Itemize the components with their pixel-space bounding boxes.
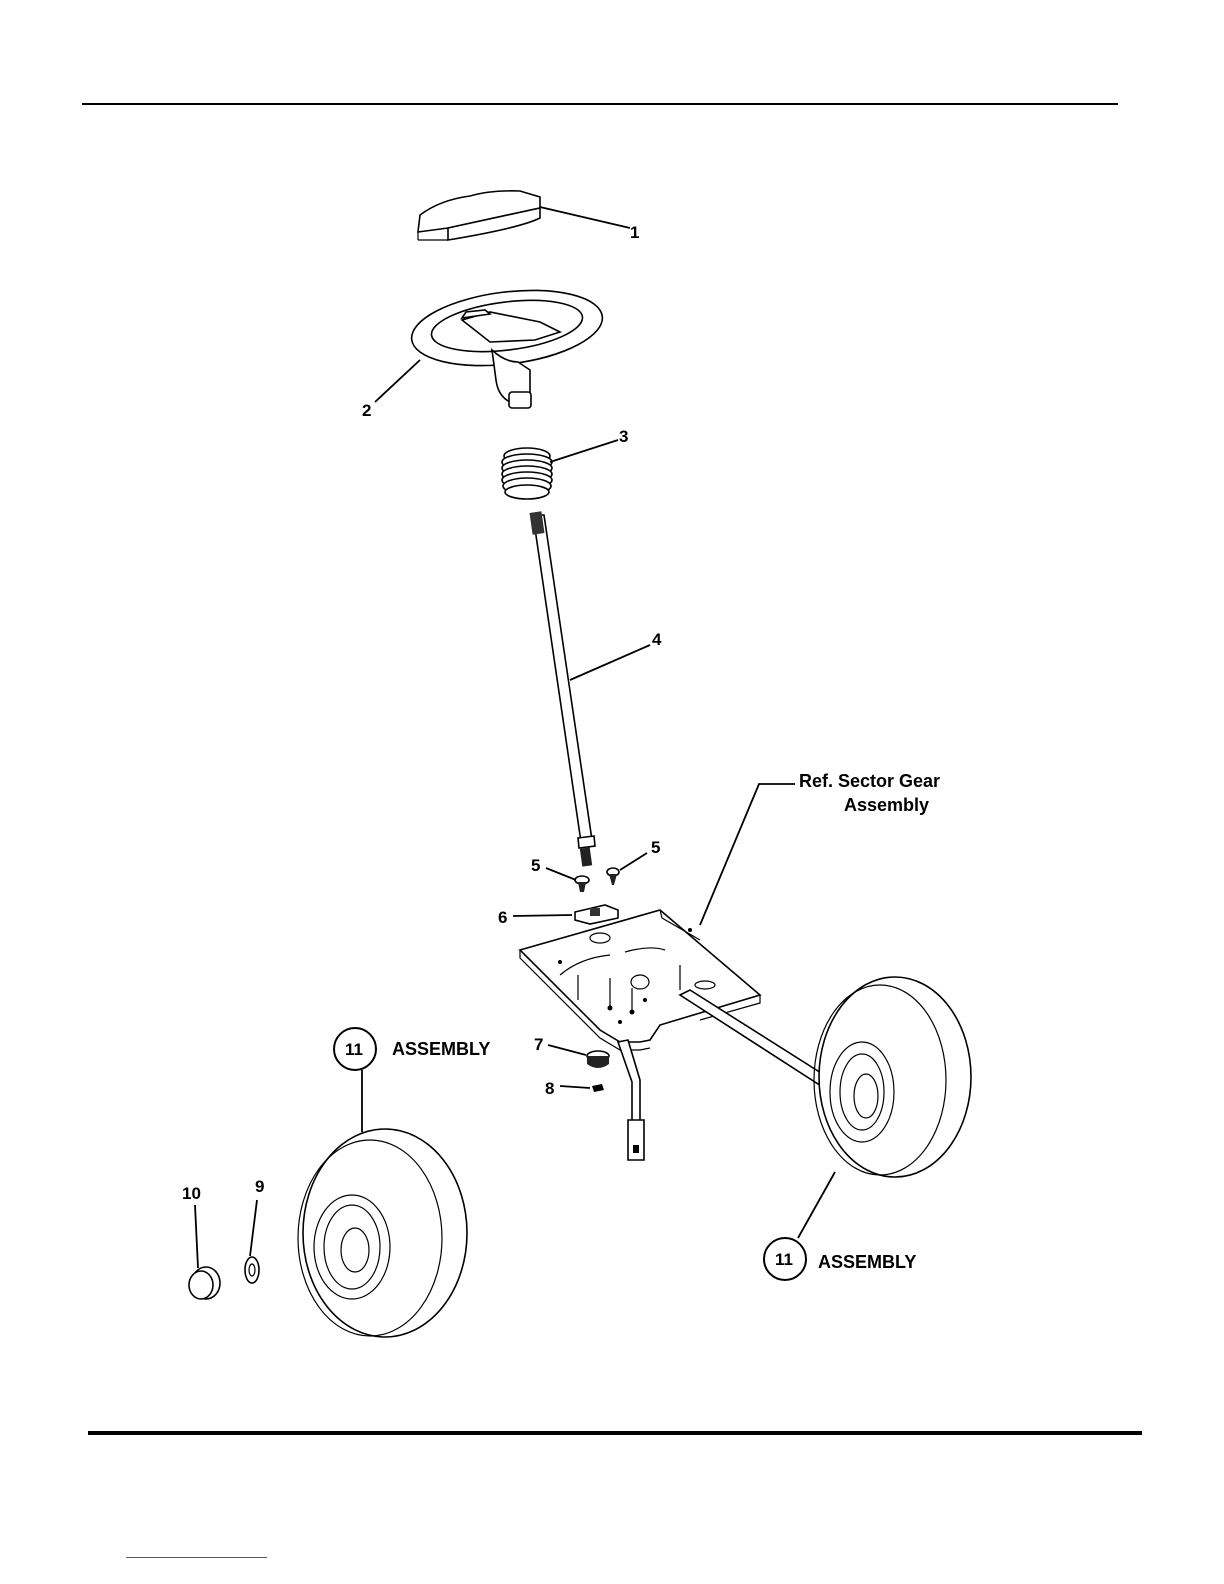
steering-shaft-icon <box>530 511 595 866</box>
washer-icon <box>245 1257 259 1283</box>
hub-cap-icon <box>189 1267 220 1299</box>
wheel-assembly-icon <box>814 977 971 1177</box>
sector-gear-plate-icon <box>520 910 760 1050</box>
callout-7: 7 <box>534 1035 543 1054</box>
bracket-icon <box>575 905 618 924</box>
callout-5a: 5 <box>531 856 540 875</box>
bellows-boot-icon <box>502 448 552 499</box>
callout-11a: 11 <box>345 1040 363 1059</box>
bushing-icon <box>587 1051 609 1068</box>
assembly-label-left: ASSEMBLY <box>392 1039 490 1059</box>
pin-icon <box>592 1084 604 1092</box>
link-underline[interactable] <box>126 1557 267 1558</box>
screw-icon <box>575 868 619 892</box>
callout-8: 8 <box>545 1079 554 1098</box>
steering-arm-icon <box>618 1040 644 1160</box>
callout-1: 1 <box>630 223 639 242</box>
callout-11b: 11 <box>775 1250 793 1269</box>
bottom-rule <box>88 1431 1142 1435</box>
callout-6: 6 <box>498 908 507 927</box>
assembly-label-right: ASSEMBLY <box>818 1252 916 1272</box>
ref-assembly-label: Assembly <box>844 795 929 815</box>
ref-sector-gear-label: Ref. Sector Gear <box>799 771 940 791</box>
callout-10: 10 <box>182 1184 201 1203</box>
steering-wheel-cap-icon <box>418 191 540 240</box>
steering-wheel-icon <box>407 281 606 408</box>
callout-9: 9 <box>255 1177 264 1196</box>
callout-5b: 5 <box>651 838 660 857</box>
callout-4: 4 <box>652 630 662 649</box>
wheel-assembly-icon <box>298 1129 467 1337</box>
callout-3: 3 <box>619 427 628 446</box>
callout-2: 2 <box>362 401 371 420</box>
